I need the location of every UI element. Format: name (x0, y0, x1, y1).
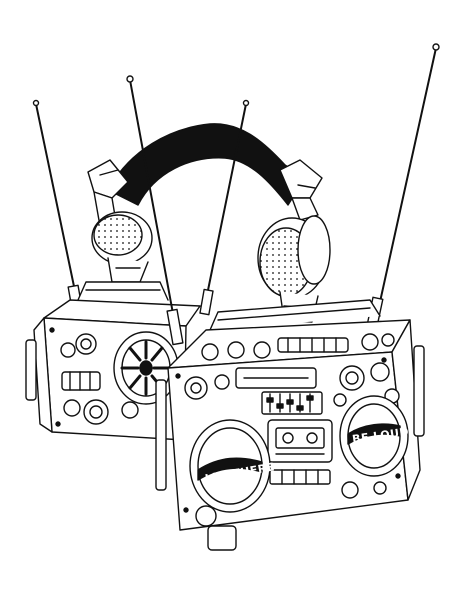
equalizer-sliders (261, 391, 323, 415)
headphones (87, 123, 331, 323)
left-speaker (189, 419, 271, 513)
right-boombox (126, 43, 440, 551)
left-boombox (25, 99, 201, 441)
right-earcup (257, 215, 331, 323)
small-antenna (205, 103, 247, 301)
right-speaker (339, 395, 409, 477)
center-antenna (129, 79, 177, 331)
left-antenna (35, 103, 77, 297)
right-antenna (375, 47, 437, 321)
headband (107, 123, 306, 206)
cassette-deck (267, 419, 333, 463)
left-earcup (91, 211, 153, 283)
